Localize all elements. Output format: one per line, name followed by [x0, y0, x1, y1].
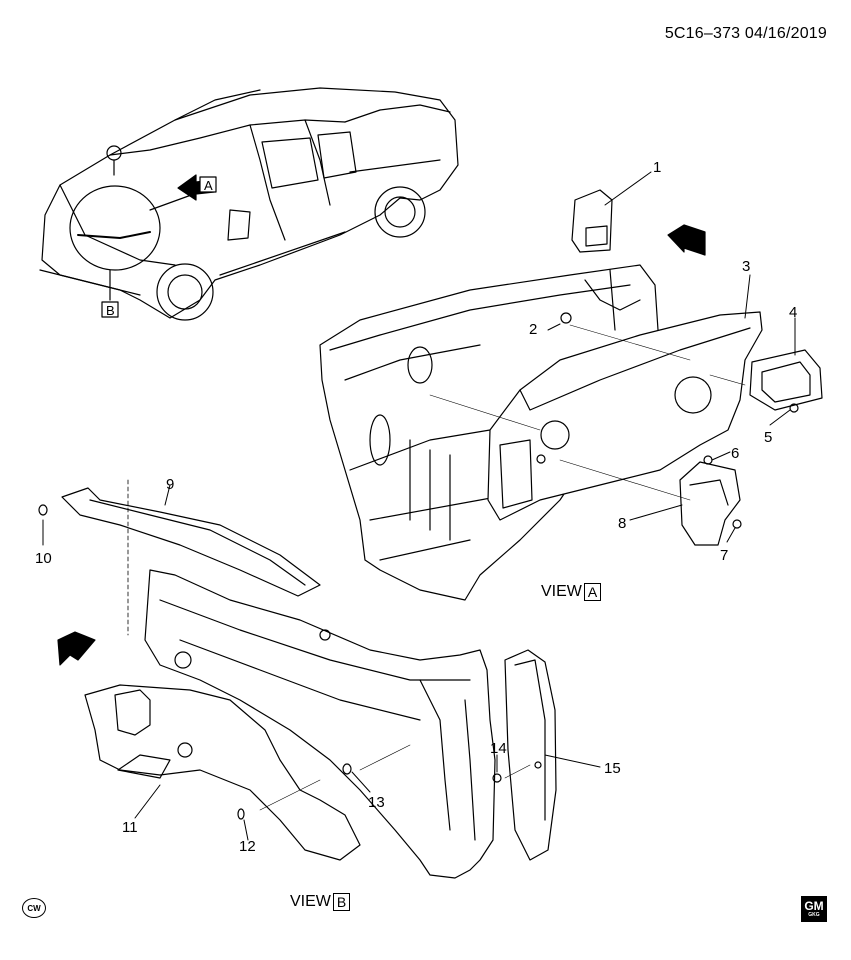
- callout-1: 1: [653, 159, 662, 176]
- marker-a-box: [199, 176, 217, 193]
- part-9-strip: [61, 487, 321, 597]
- callout-11: 11: [122, 819, 138, 836]
- gm-logo-sub: GKG: [808, 912, 820, 918]
- view-a-assembly: [319, 264, 659, 601]
- part-12-clip: [237, 808, 245, 820]
- view-b-assembly: [144, 569, 496, 879]
- dash-barrier-part-3: [487, 311, 763, 521]
- part-11-insulator: [84, 684, 361, 861]
- part-2-nut: [560, 312, 572, 324]
- callout-3: 3: [742, 258, 751, 275]
- callout-6: 6: [731, 445, 740, 462]
- part-6-nut: [703, 455, 713, 465]
- marker-b-label: B: [106, 303, 115, 318]
- cw-badge: CW: [22, 898, 46, 918]
- view-a-text: VIEW: [541, 583, 582, 600]
- gm-logo-text: GM: [804, 899, 824, 913]
- truck-illustration: [39, 87, 459, 321]
- part-8-bracket: [679, 461, 741, 546]
- callout-4: 4: [789, 304, 798, 321]
- view-b-box: B: [332, 893, 351, 911]
- callout-12: 12: [239, 838, 256, 855]
- callout-7: 7: [720, 547, 729, 564]
- part-7-nut: [732, 519, 742, 529]
- callout-14: 14: [490, 740, 507, 757]
- part-14-nut: [492, 773, 502, 783]
- diagram-reference: 5C16–373 04/16/2019: [664, 25, 827, 42]
- callout-15: 15: [604, 760, 621, 777]
- view-a-label: VIEW A: [541, 583, 602, 601]
- part-10-clip: [38, 504, 48, 516]
- part-4-gasket: [749, 349, 823, 411]
- view-b-label: VIEW B: [290, 893, 351, 911]
- callout-8: 8: [618, 515, 627, 532]
- part-5-nut: [789, 403, 799, 413]
- view-a-box: A: [583, 583, 602, 601]
- gm-logo: GM GKG: [801, 896, 827, 922]
- callout-9: 9: [166, 476, 175, 493]
- frt-arrow-icon-b: [57, 631, 96, 666]
- callout-2: 2: [529, 321, 538, 338]
- marker-a-label: A: [204, 178, 213, 193]
- part-1-shape: [571, 189, 613, 253]
- callout-13: 13: [368, 794, 385, 811]
- part-15-panel: [504, 649, 557, 861]
- callout-5: 5: [764, 429, 773, 446]
- view-b-text: VIEW: [290, 893, 331, 910]
- frt-arrow-icon-a: [667, 224, 706, 256]
- callout-10: 10: [35, 550, 52, 567]
- leader-lines: [42, 171, 796, 841]
- marker-b-box: [101, 301, 119, 318]
- part-13-nut: [342, 763, 352, 775]
